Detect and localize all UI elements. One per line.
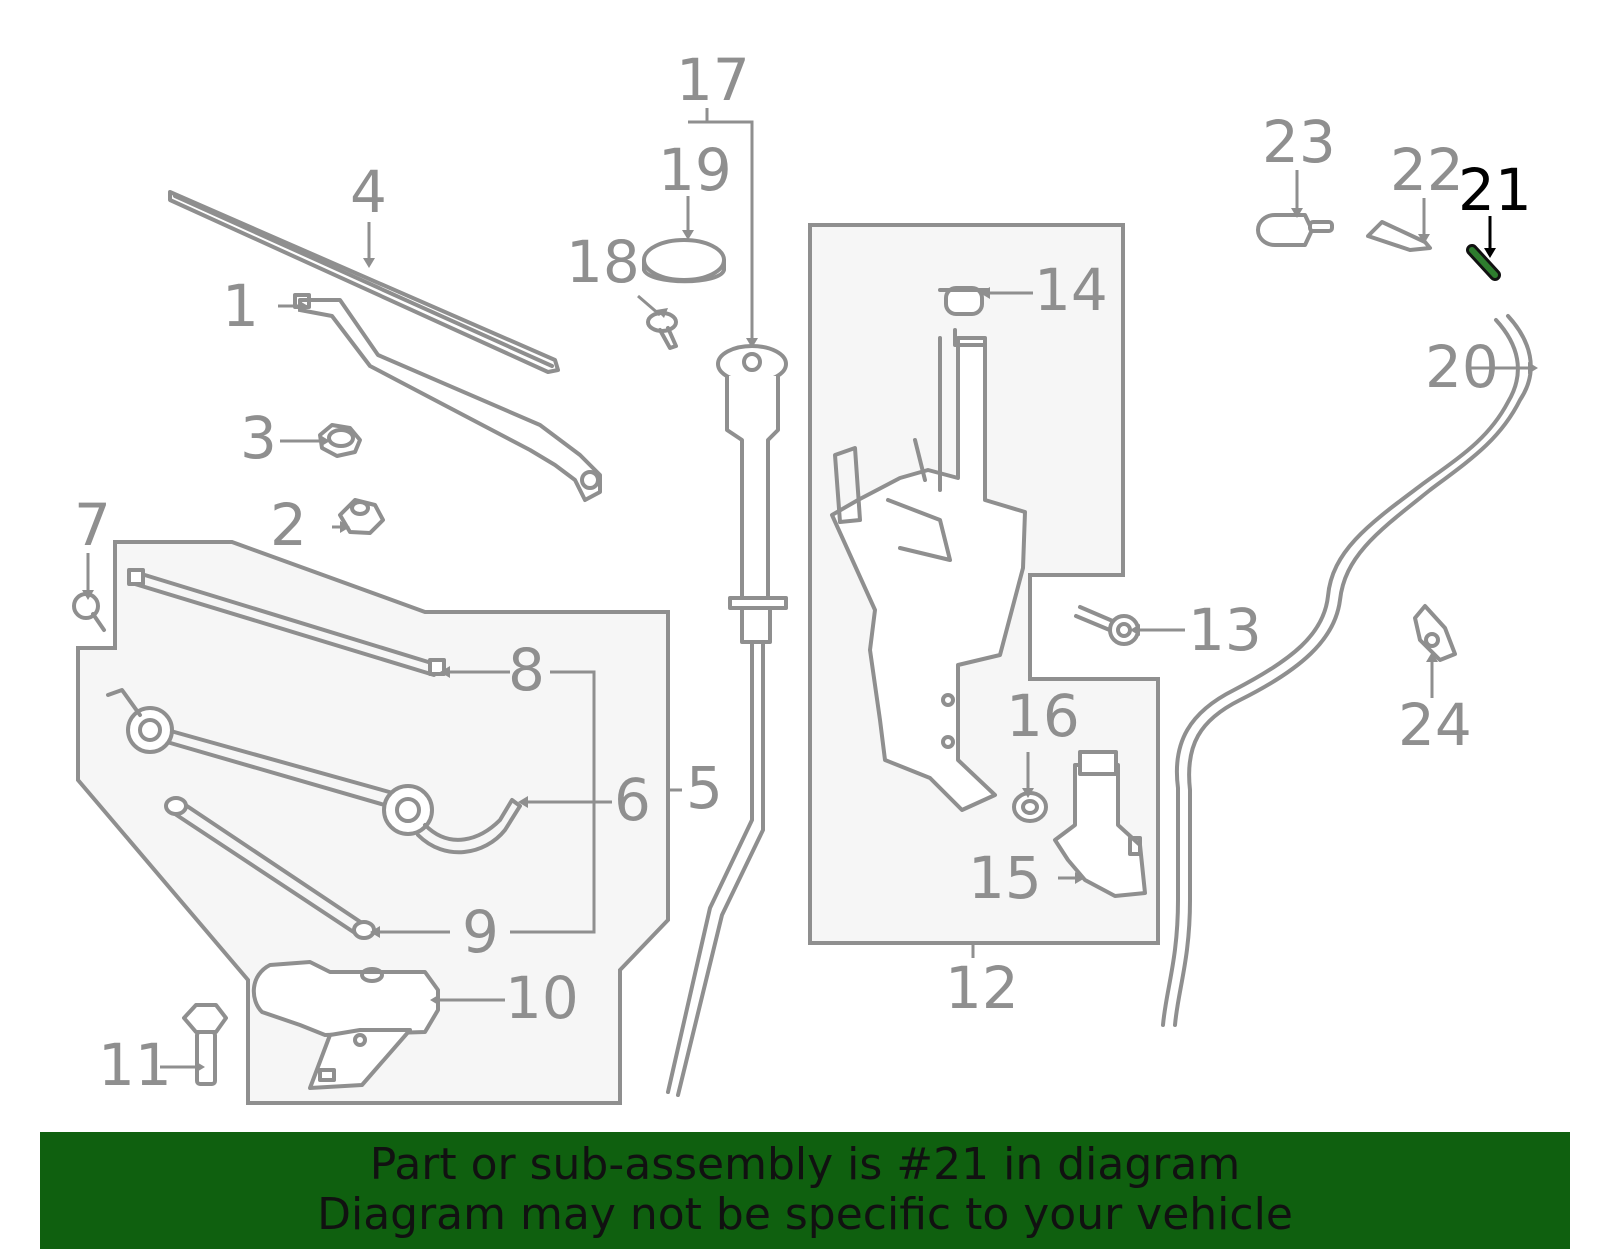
part-14-cap[interactable] bbox=[938, 286, 990, 316]
part-18-clip[interactable] bbox=[646, 311, 678, 350]
info-banner: Part or sub-assembly is #21 in diagram D… bbox=[40, 1132, 1570, 1249]
part-20-washer-hose[interactable] bbox=[1161, 314, 1533, 1027]
callout-1: 1 bbox=[222, 272, 259, 340]
callout-10: 10 bbox=[505, 964, 579, 1032]
callout-9: 9 bbox=[462, 898, 499, 966]
part-2-nut[interactable] bbox=[338, 498, 385, 535]
part-6-linkage[interactable] bbox=[106, 688, 522, 855]
part-17-filler-neck[interactable] bbox=[666, 344, 788, 1097]
callout-3: 3 bbox=[240, 404, 277, 472]
part-12-reservoir[interactable] bbox=[830, 328, 1027, 812]
callout-5: 5 bbox=[686, 754, 723, 822]
part-11-bolt[interactable] bbox=[182, 1003, 228, 1086]
part-10-wiper-motor[interactable] bbox=[251, 960, 440, 1090]
diagram-canvas: 1 2 3 4 5 6 7 8 9 10 11 12 13 14 15 16 1… bbox=[72, 46, 1538, 1105]
callout-18: 18 bbox=[566, 228, 640, 296]
callout-13: 13 bbox=[1188, 596, 1262, 664]
callout-8: 8 bbox=[508, 636, 545, 704]
callout-21: 21 bbox=[1458, 156, 1532, 224]
part-4-wiper-blade[interactable] bbox=[168, 190, 560, 374]
callout-23: 23 bbox=[1262, 108, 1336, 176]
part-16-grommet[interactable] bbox=[1012, 791, 1048, 823]
part-24-clip[interactable] bbox=[1413, 604, 1457, 662]
callout-4: 4 bbox=[350, 158, 387, 226]
callout-15: 15 bbox=[968, 844, 1042, 912]
callout-11: 11 bbox=[98, 1031, 172, 1099]
part-3-nut-cap[interactable] bbox=[318, 423, 362, 458]
part-21-hose-connector[interactable] bbox=[1466, 244, 1501, 281]
banner-line-2: Diagram may not be specific to your vehi… bbox=[317, 1189, 1293, 1240]
banner-line-1: Part or sub-assembly is #21 in diagram bbox=[369, 1139, 1241, 1190]
callout-24: 24 bbox=[1398, 691, 1472, 759]
callout-14: 14 bbox=[1034, 256, 1108, 324]
part-7-clip[interactable] bbox=[72, 592, 106, 632]
part-8-link-rod[interactable] bbox=[127, 568, 446, 677]
callout-17: 17 bbox=[676, 46, 750, 114]
callout-6: 6 bbox=[614, 766, 651, 834]
panel-group-5 bbox=[76, 540, 670, 1105]
part-13-bolt[interactable] bbox=[1074, 605, 1140, 646]
part-19-cap[interactable] bbox=[642, 238, 726, 284]
callout-20: 20 bbox=[1425, 333, 1499, 401]
callout-7: 7 bbox=[74, 491, 111, 559]
callout-12: 12 bbox=[945, 954, 1019, 1022]
callout-22: 22 bbox=[1390, 136, 1464, 204]
part-1-wiper-arm[interactable] bbox=[293, 293, 602, 502]
arrow-heads bbox=[82, 208, 1538, 1073]
part-22-clip[interactable] bbox=[1366, 220, 1432, 252]
callout-2: 2 bbox=[270, 491, 307, 559]
part-23-nozzle[interactable] bbox=[1256, 213, 1334, 247]
callout-labels: 1 2 3 4 5 6 7 8 9 10 11 12 13 14 15 16 1… bbox=[74, 46, 1532, 1099]
part-15-washer-pump[interactable] bbox=[1053, 750, 1147, 898]
leader-lines bbox=[86, 108, 1530, 1069]
callout-16: 16 bbox=[1006, 682, 1080, 750]
callout-19: 19 bbox=[658, 136, 732, 204]
